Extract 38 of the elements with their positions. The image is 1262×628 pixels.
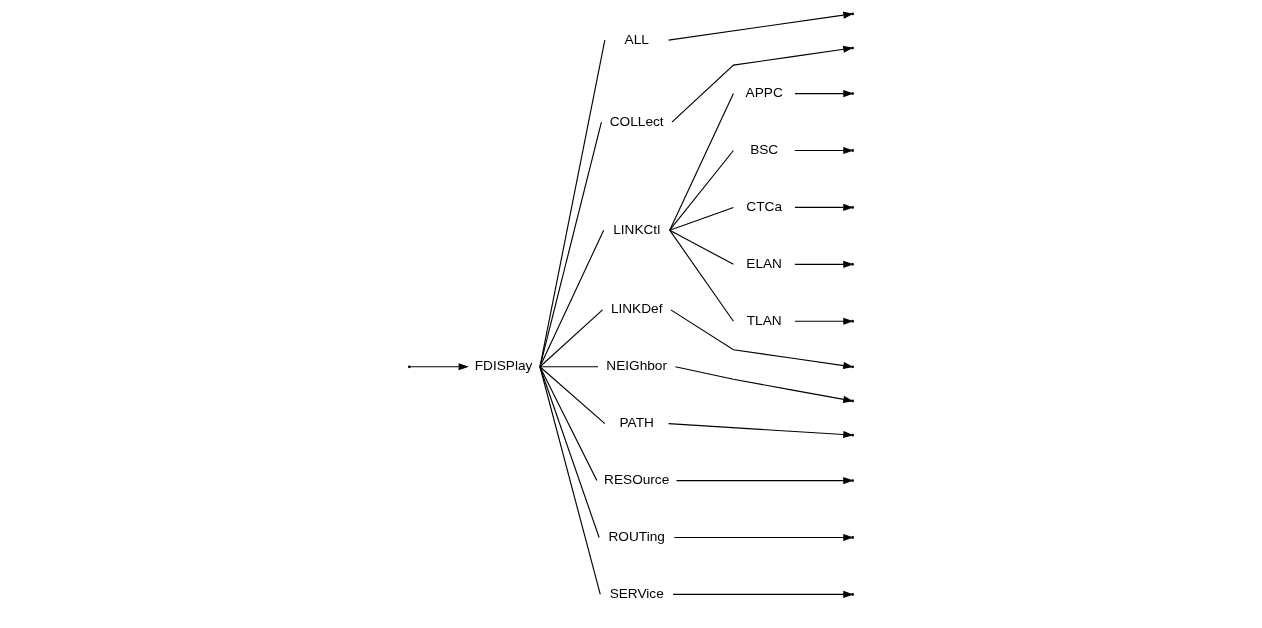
connector [539,366,606,425]
node-text: ALL [624,31,649,47]
arrow [794,203,854,211]
arrow [674,366,854,403]
node-text: COLLect [609,113,664,129]
node-text: TLAN [746,312,782,328]
connector [539,121,602,368]
arrow [794,90,854,98]
connector [669,206,734,231]
node-text: APPC [745,85,783,101]
connector [669,149,734,231]
connector [669,93,734,231]
connector [669,229,734,322]
arrow [672,590,854,598]
node-text: LINKDef [610,301,663,317]
node-text: CTCa [746,198,782,214]
arrow [409,363,469,371]
node-text: ROUTing [608,529,665,545]
arrow [794,260,854,268]
connector [669,229,734,265]
connector [539,366,599,368]
connector [539,229,605,368]
connector [539,366,600,539]
connector [539,366,598,482]
arrow [794,146,854,155]
node-text: PATH [619,415,654,431]
connector [539,309,604,368]
node-text: FDISPlay [474,358,533,374]
node-text: RESOurce [604,472,670,488]
connector [539,39,606,368]
arrow [673,533,854,542]
node-text: NEIGhbor [606,358,668,374]
arrow [675,477,854,485]
connector [539,366,601,595]
node-text: BSC [750,142,779,158]
node-text: LINKCtl [613,221,661,237]
node-text: SERVice [609,585,664,601]
node-text: ELAN [746,255,782,271]
